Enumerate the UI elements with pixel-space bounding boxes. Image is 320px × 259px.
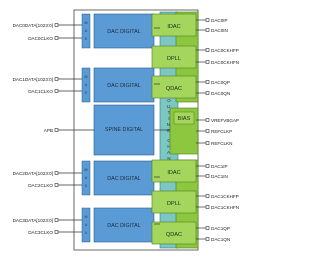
mux-column: MUX MUX MUX MUX <box>81 13 91 243</box>
right-pin-label: REFCLKP <box>211 129 232 134</box>
svg-text:M: M <box>85 75 88 79</box>
qdac-1 <box>151 221 197 245</box>
qdac-1-label: QDAC <box>166 232 182 238</box>
right-pin-label: DAC0QN <box>211 91 230 96</box>
left-pin-label: DAC2CLKO <box>28 183 53 188</box>
dac-digital-2 <box>93 160 155 196</box>
right-pin-label: DAC1IP <box>211 164 228 169</box>
mux-0 <box>81 13 91 49</box>
spine-digital-label: SPINE DIGITAL <box>105 127 143 133</box>
right-pin-label: VREFVBGAP <box>211 118 239 123</box>
svg-text:M: M <box>85 168 88 172</box>
right-pin-labels: DAC0IP DAC0IN DAC0CKHFP DAC0CKHFN DAC0QP… <box>211 18 239 242</box>
mux-1 <box>81 67 91 103</box>
dac-digital-3-label: DAC DIGITAL <box>107 223 140 229</box>
left-pin-label: DAC3DATA[1023:0] <box>13 218 53 223</box>
right-pin-label: DAC0QP <box>211 80 230 85</box>
idac-0 <box>151 13 197 37</box>
dac-digital-0 <box>93 13 155 49</box>
right-pin-label: DAC1QN <box>211 237 230 242</box>
right-pin-label: DAC0CKHFN <box>211 60 239 65</box>
dac-digital-3 <box>93 207 155 243</box>
svg-text:M: M <box>85 21 88 25</box>
qdac-0-label: QDAC <box>166 86 182 92</box>
right-pin-label: DAC1CKHFP <box>211 194 239 199</box>
idac-1-label: IDAC <box>167 170 180 176</box>
right-pin-label: DAC0IP <box>211 18 228 23</box>
dpll-0-label: DPLL <box>167 56 181 62</box>
svg-text:X: X <box>85 231 88 235</box>
left-pin-label: APB <box>44 128 53 133</box>
right-pin-label: REFCLKN <box>211 141 232 146</box>
left-wires <box>54 23 94 234</box>
svg-text:U: U <box>85 223 88 227</box>
svg-text:M: M <box>85 215 88 219</box>
dpll-1 <box>151 190 197 214</box>
dpll-0 <box>151 45 197 69</box>
left-pin-labels: DAC0DATA[1023:0] DAC0CLKO DAC1DATA[1023:… <box>13 23 54 235</box>
left-pin-label: DAC1DATA[1023:0] <box>13 77 53 82</box>
dac-digital-2-label: DAC DIGITAL <box>107 176 140 182</box>
analog-group-top: IDAC DPLL QDAC <box>151 11 199 103</box>
left-pin-label: DAC3CLKO <box>28 230 53 235</box>
bias-label: BIAS <box>178 116 191 122</box>
dac-digital-1 <box>93 67 155 103</box>
left-pin-label: DAC0CLKO <box>28 36 53 41</box>
idac-0-label: IDAC <box>167 24 180 30</box>
left-pin-label: DAC2DATA[1023:0] <box>13 171 53 176</box>
svg-text:X: X <box>85 37 88 41</box>
internal-wires <box>154 27 170 225</box>
left-pin-label: DAC1CLKO <box>28 89 53 94</box>
svg-text:U: U <box>85 176 88 180</box>
dpll-1-label: DPLL <box>167 201 181 207</box>
idac-1 <box>151 159 197 183</box>
mux-3 <box>81 207 91 243</box>
block-diagram: ROU TIN G CHA NNE L MUX MUX MUX MUX DAC … <box>13 9 239 251</box>
left-pin-label: DAC0DATA[1023:0] <box>13 23 53 28</box>
dac-digital-0-label: DAC DIGITAL <box>107 29 140 35</box>
svg-text:X: X <box>85 184 88 188</box>
right-wires <box>196 18 210 241</box>
right-pin-label: DAC1IN <box>211 174 228 179</box>
dac-digital-1-label: DAC DIGITAL <box>107 83 140 89</box>
right-pin-label: DAC0CKHFP <box>211 48 239 53</box>
svg-text:U: U <box>85 29 88 33</box>
right-pin-label: DAC1CKHFN <box>211 205 239 210</box>
analog-group-bottom: IDAC DPLL QDAC <box>151 159 199 249</box>
svg-text:U: U <box>85 83 88 87</box>
qdac-0 <box>151 75 197 99</box>
svg-text:X: X <box>85 91 88 95</box>
dac-digital-blocks: DAC DIGITAL DAC DIGITAL DAC DIGITAL DAC … <box>93 13 155 243</box>
right-pin-label: DAC1QP <box>211 226 230 231</box>
mux-2 <box>81 160 91 196</box>
right-pin-label: DAC0IN <box>211 28 228 33</box>
